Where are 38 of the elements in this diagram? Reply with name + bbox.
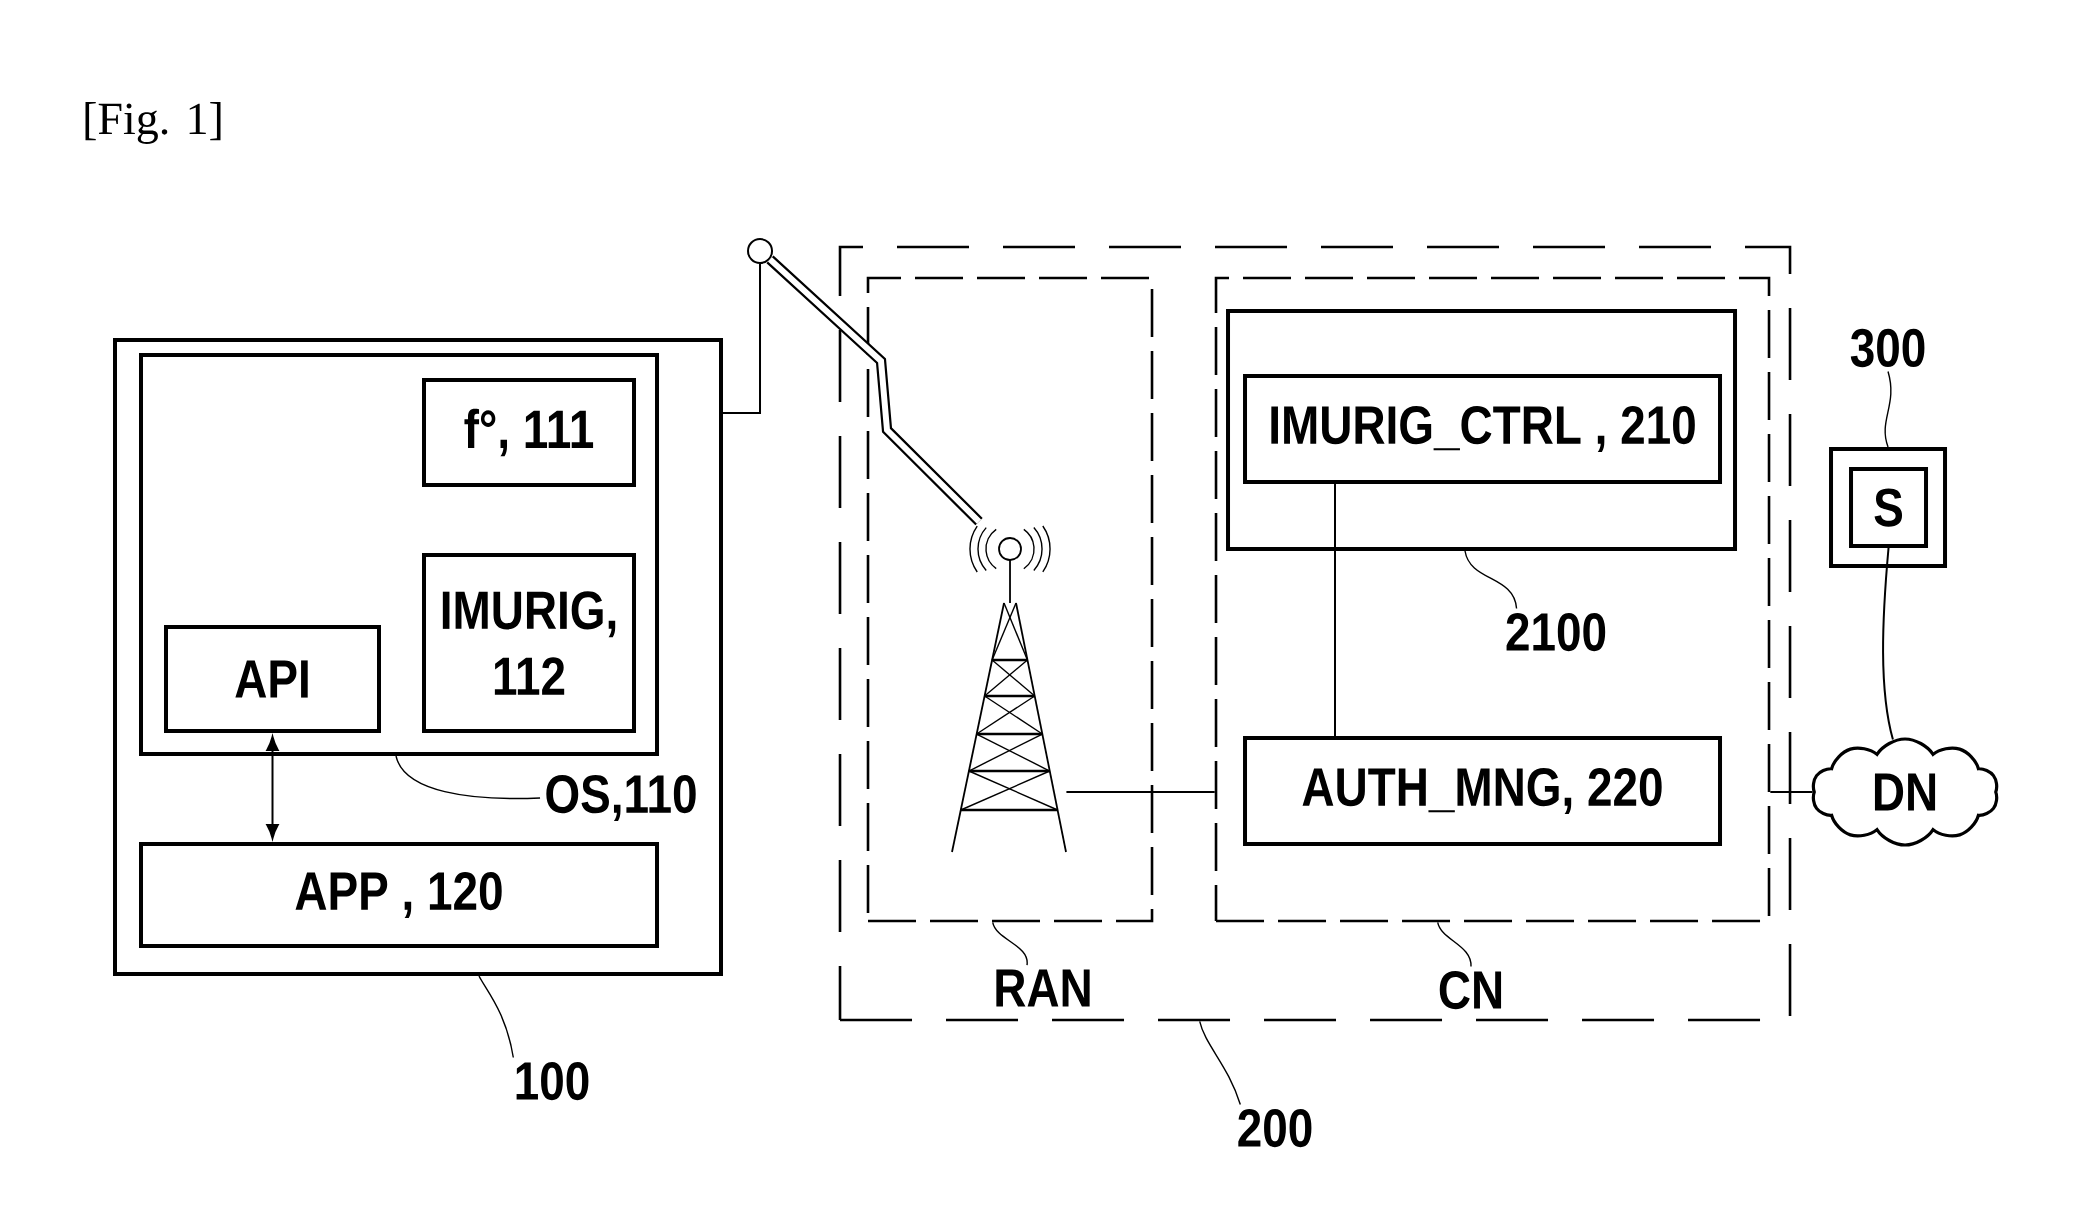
core-box: [1226, 309, 1737, 551]
controller-box: IMURIG_CTRL , 210: [1243, 374, 1722, 484]
reference-numeral: OS,110: [546, 775, 696, 822]
lightning-bolt: [766, 255, 983, 526]
network-dashed-box: [838, 245, 1792, 1022]
connector-line: [1769, 791, 1814, 793]
server-box: [1829, 447, 1947, 568]
os-box: [139, 353, 659, 756]
reference-numeral: 2100: [1506, 612, 1606, 652]
cloud: DN: [1811, 737, 1999, 847]
app-box: APP , 120: [139, 842, 659, 948]
ran-dashed-box: [866, 276, 1154, 923]
leader-line: [1199, 1020, 1241, 1106]
antenna-symbol: [747, 238, 773, 264]
connector-line: [1065, 791, 1216, 793]
leader-line: [478, 975, 515, 1059]
device-box: [113, 338, 723, 976]
connector-line: [1882, 547, 1894, 741]
leader-line: [395, 755, 541, 800]
radio-tower: [951, 525, 1067, 853]
connector-line: [1334, 483, 1336, 737]
antenna-line: [722, 263, 761, 414]
reference-numeral: 200: [1238, 1108, 1312, 1148]
leader-line: [1464, 550, 1518, 610]
region-label: RAN: [996, 969, 1090, 1007]
reference-numeral: 300: [1850, 328, 1925, 368]
server-inner-box: S: [1849, 467, 1928, 548]
reference-numeral: 100: [516, 1061, 589, 1101]
module-box: IMURIG, 112: [422, 553, 636, 733]
auth-box: AUTH_MNG, 220: [1243, 736, 1722, 846]
api-box: API: [164, 625, 381, 733]
leader-line: [992, 921, 1028, 966]
leader-line: [1884, 370, 1892, 448]
figure-title: [Fig. 1]: [85, 102, 221, 144]
leader-line: [1437, 921, 1472, 968]
function-box: f°, 111: [422, 378, 636, 487]
cn-dashed-box: [1214, 276, 1771, 923]
region-label: CN: [1439, 970, 1502, 1010]
